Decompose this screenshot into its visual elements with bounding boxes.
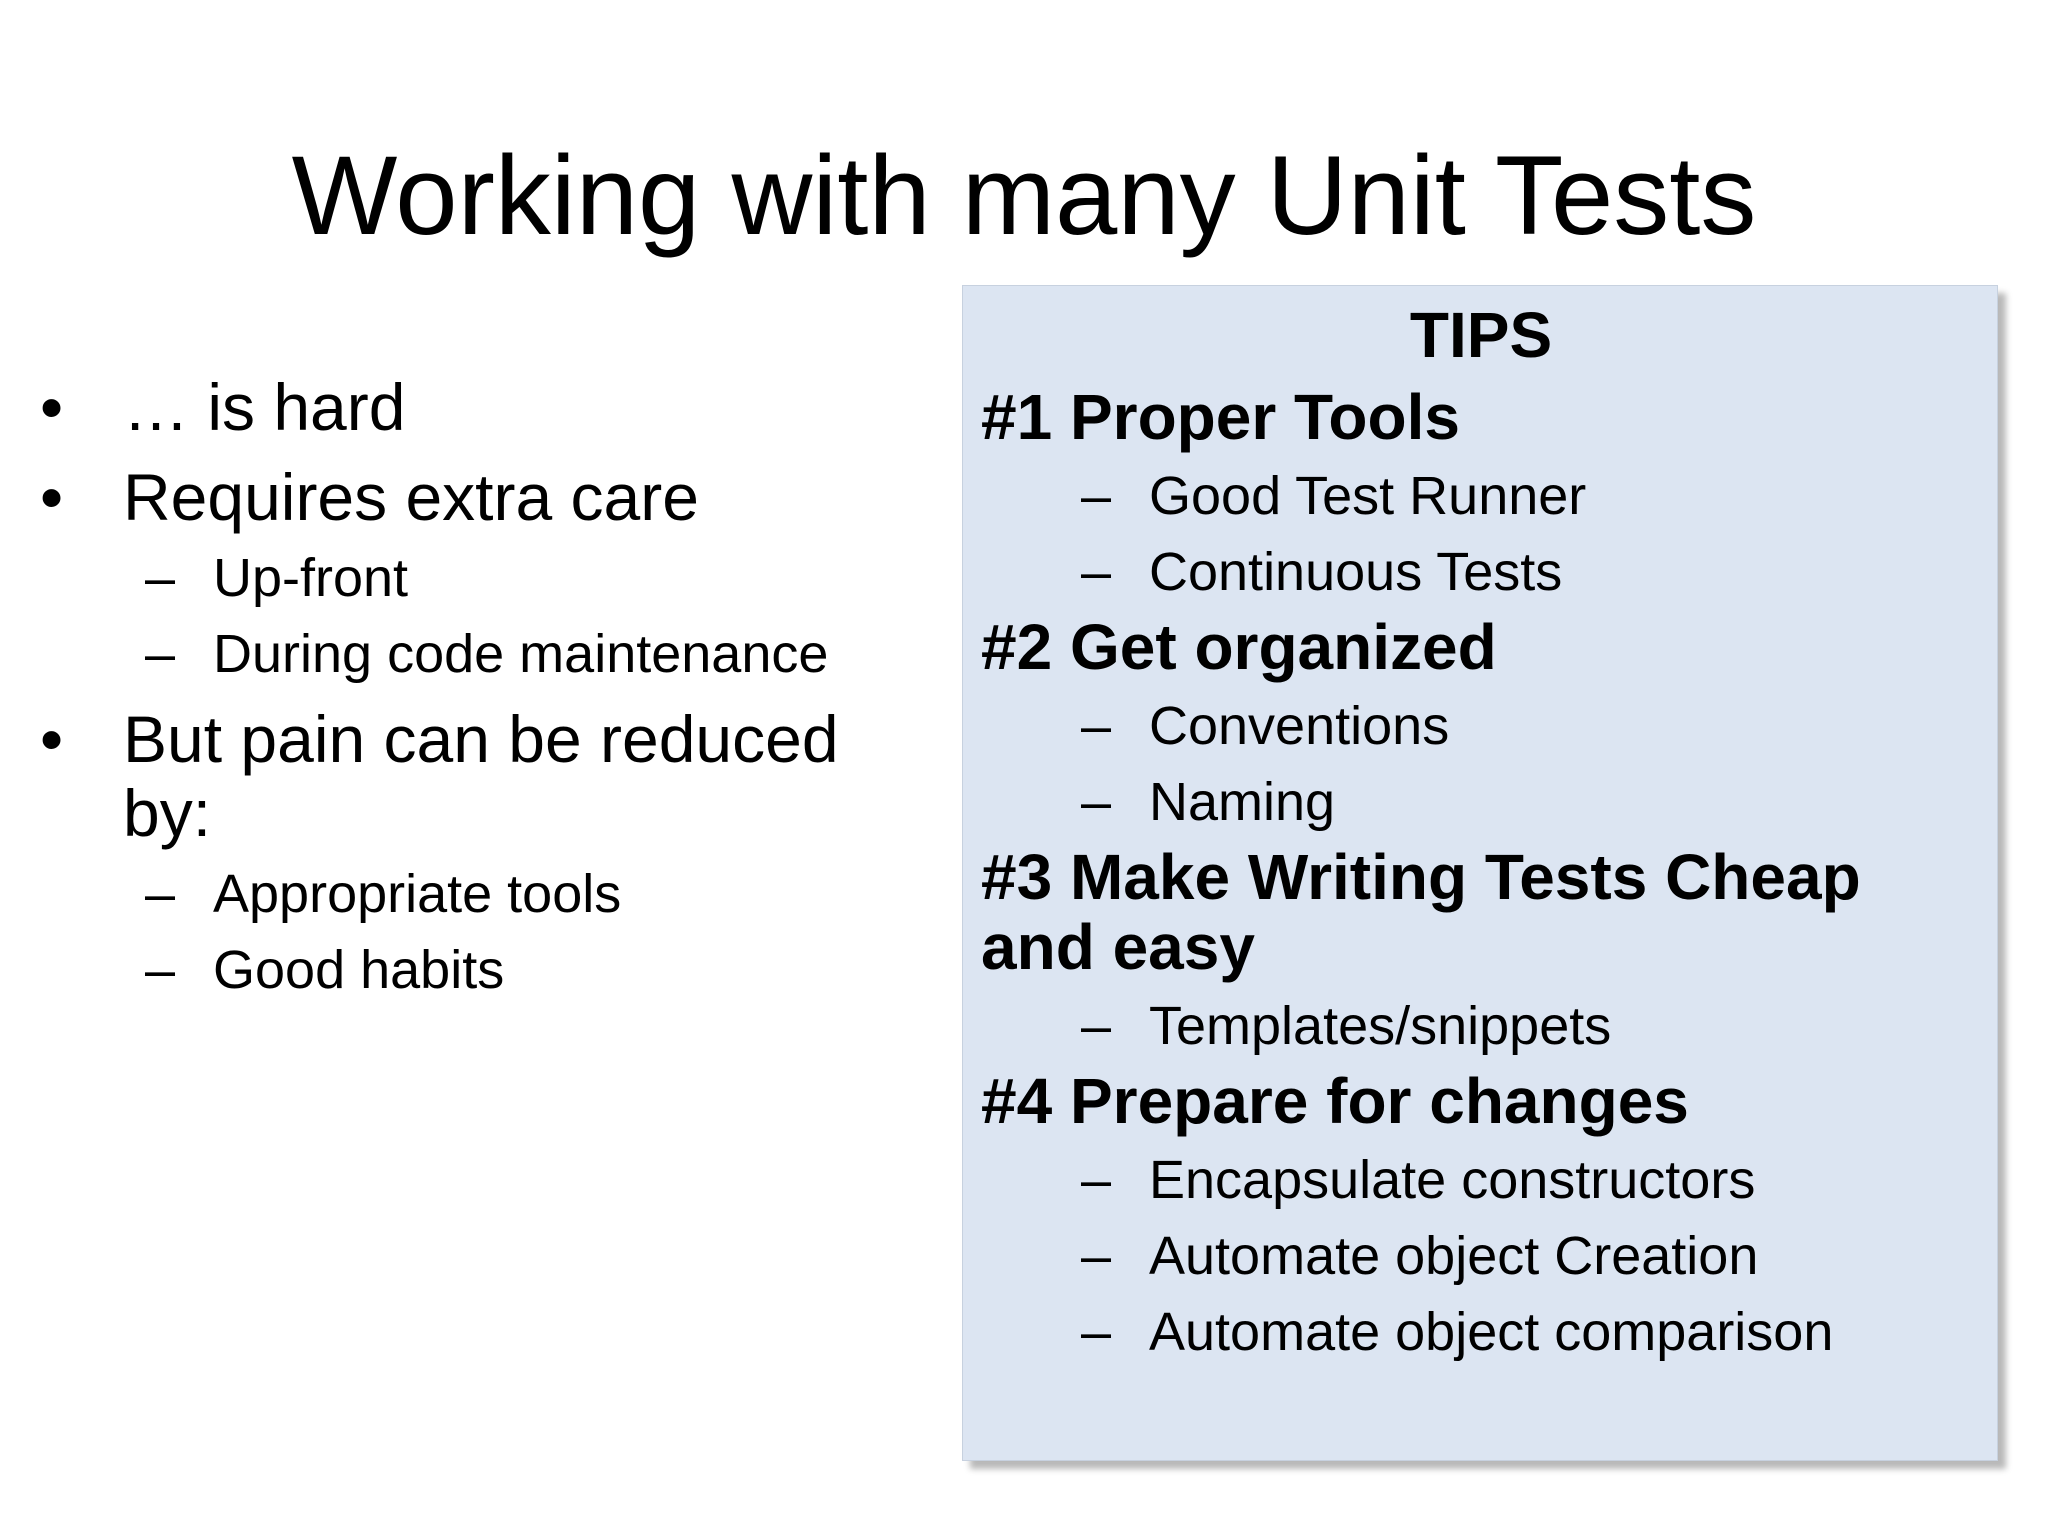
bullet-item: • Requires extra care — [40, 460, 920, 534]
bullet-text: Requires extra care — [123, 460, 699, 534]
bullet-text: But pain can be reduced by: — [123, 702, 839, 850]
tip-title: #2 Get organized — [981, 611, 1497, 683]
dash-marker: – — [1081, 996, 1112, 1056]
dash-marker: – — [1081, 1226, 1112, 1286]
sub-bullet-item: – Up-front — [40, 546, 920, 610]
sub-bullet-text: Up-front — [213, 548, 409, 608]
bullet-dot: • — [40, 460, 64, 534]
bullet-text: … is hard — [123, 370, 406, 444]
dash-marker: – — [1081, 1302, 1112, 1362]
bullet-dot: • — [40, 370, 64, 444]
tips-content: TIPS #1 Proper Tools – Good Test Runner … — [981, 286, 1981, 1364]
tip-item-text: Naming — [1149, 772, 1336, 832]
dash-marker: – — [145, 864, 176, 924]
dash-marker: – — [1081, 772, 1112, 832]
sub-bullet-item: – Good habits — [40, 938, 920, 1002]
tip-item-text: Continuous Tests — [1149, 542, 1563, 602]
sub-bullet-item: – Appropriate tools — [40, 862, 920, 926]
sub-bullet-text: Appropriate tools — [213, 864, 622, 924]
tip-item: – Good Test Runner — [981, 464, 1981, 528]
tips-heading: TIPS — [1409, 299, 1553, 371]
tip-item-text: Good Test Runner — [1149, 466, 1587, 526]
bullet-dot: • — [40, 702, 64, 776]
tip-item: – Continuous Tests — [981, 540, 1981, 604]
tip-item-text: Templates/snippets — [1149, 996, 1612, 1056]
sub-bullet-text: Good habits — [213, 940, 505, 1000]
tip-item: – Naming — [981, 770, 1981, 834]
tip-title: #1 Proper Tools — [981, 381, 1460, 453]
tip-item: – Templates/snippets — [981, 994, 1981, 1058]
dash-marker: – — [145, 624, 176, 684]
left-bullet-list: • … is hard • Requires extra care – Up-f… — [40, 354, 920, 1002]
dash-marker: – — [145, 548, 176, 608]
dash-marker: – — [145, 940, 176, 1000]
dash-marker: – — [1081, 1150, 1112, 1210]
tip-item: – Encapsulate constructors — [981, 1148, 1981, 1212]
tip-item: – Automate object Creation — [981, 1224, 1981, 1288]
sub-bullet-item: – During code maintenance — [40, 622, 920, 686]
dash-marker: – — [1081, 466, 1112, 526]
dash-marker: – — [1081, 696, 1112, 756]
tips-box: TIPS #1 Proper Tools – Good Test Runner … — [962, 285, 1998, 1461]
tip-item: – Conventions — [981, 694, 1981, 758]
tip-item-text: Conventions — [1149, 696, 1450, 756]
tip-item-text: Automate object Creation — [1149, 1226, 1759, 1286]
sub-bullet-text: During code maintenance — [213, 624, 829, 684]
tip-item: – Automate object comparison — [981, 1300, 1981, 1364]
slide-title: Working with many Unit Tests — [291, 133, 1757, 258]
bullet-item: • But pain can be reduced by: — [40, 702, 920, 850]
tip-item-text: Automate object comparison — [1149, 1302, 1834, 1362]
tip-title: #3 Make Writing Tests Cheap and easy — [981, 841, 1861, 983]
dash-marker: – — [1081, 542, 1112, 602]
tip-title: #4 Prepare for changes — [981, 1065, 1689, 1137]
bullet-item: • … is hard — [40, 370, 920, 444]
tip-item-text: Encapsulate constructors — [1149, 1150, 1756, 1210]
